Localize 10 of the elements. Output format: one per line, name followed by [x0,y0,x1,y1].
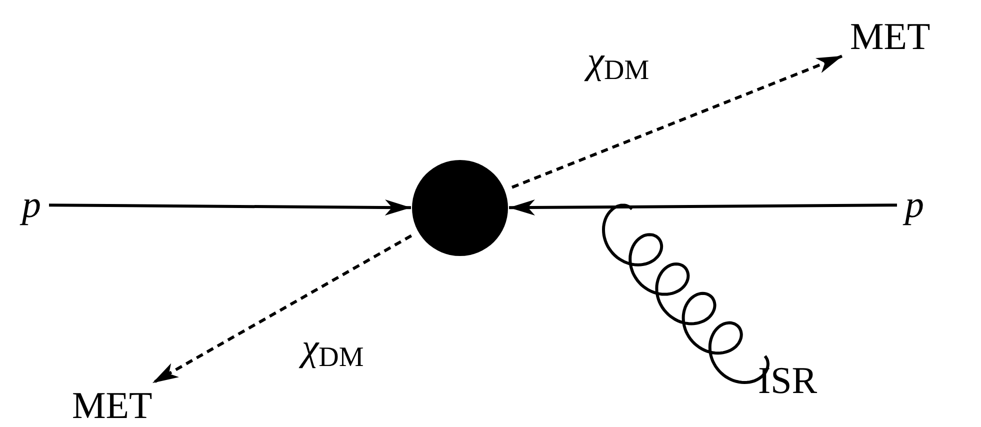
particle-label: p [905,186,924,224]
dashed-arrow [152,234,412,384]
particle-label: p [22,186,41,224]
particle-label: MET [850,18,930,56]
particle-label: ISR [758,362,818,400]
dashed-arrow [511,54,844,189]
arrow [49,199,411,216]
particle-label: MET [72,387,152,425]
gluon-line [602,204,770,384]
arrow [509,200,897,216]
